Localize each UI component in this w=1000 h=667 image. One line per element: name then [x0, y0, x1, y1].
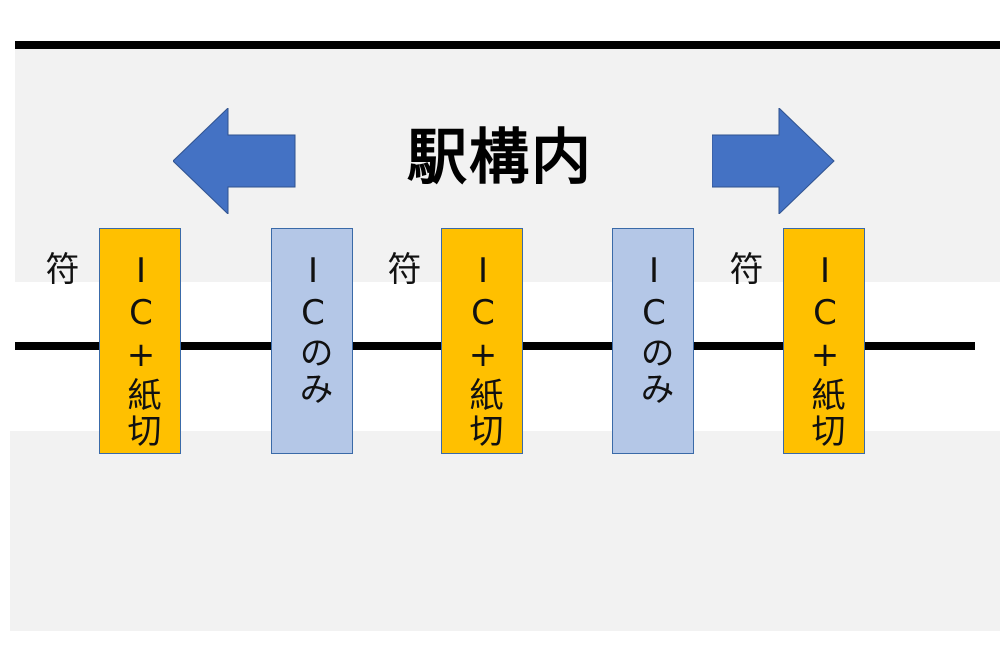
gate-label: IC+紙切符	[381, 251, 503, 449]
gate-label: ICのみ	[634, 251, 674, 407]
arrow-left-icon	[173, 108, 296, 214]
ticket-gate-ic-only: ICのみ	[612, 228, 694, 454]
ticket-gate-ic-paper: IC+紙切符	[381, 228, 523, 454]
gate-label: IC+紙切符	[723, 251, 845, 449]
ticket-gate-ic-paper: IC+紙切符	[723, 228, 865, 454]
ticket-gate-ic-paper: IC+紙切符	[39, 228, 181, 454]
arrow-right-icon	[712, 108, 835, 214]
station-wall-line	[15, 41, 1000, 49]
gate-label: ICのみ	[293, 251, 333, 407]
diagram-title: 駅構内	[407, 123, 593, 193]
ticket-gate-ic-only: ICのみ	[271, 228, 353, 454]
station-exterior-area	[10, 431, 1000, 631]
gate-label: IC+紙切符	[39, 251, 161, 449]
